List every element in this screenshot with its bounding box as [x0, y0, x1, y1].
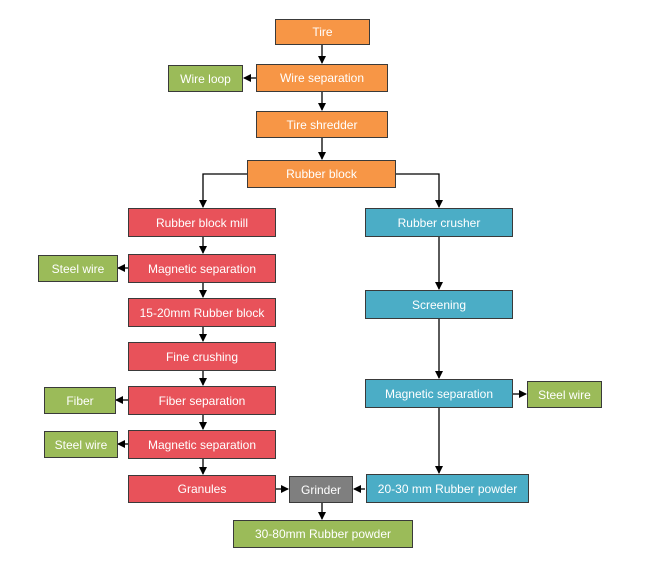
node-label: Granules	[177, 482, 227, 496]
node-label: Fine crushing	[165, 349, 239, 364]
node-steel-wire-3: Steel wire	[527, 381, 602, 408]
node-wire-loop: Wire loop	[168, 65, 243, 92]
node-magnetic-separation-3: Magnetic separation	[365, 379, 513, 408]
node-tire-shredder: Tire shredder	[256, 111, 388, 138]
node-label: Wire separation	[279, 71, 365, 85]
node-20-30mm-rubber-powder: 20-30 mm Rubber powder	[366, 474, 529, 503]
node-label: Magnetic separation	[384, 386, 494, 401]
node-grinder: Grinder	[289, 476, 353, 503]
node-granules: Granules	[128, 475, 276, 503]
node-label: Rubber block mill	[155, 215, 249, 230]
node-label: Tire	[312, 25, 333, 39]
node-wire-separation: Wire separation	[256, 64, 388, 92]
node-rubber-block-mill: Rubber block mill	[128, 208, 276, 237]
node-steel-wire-1: Steel wire	[38, 255, 118, 282]
node-label: 30-80mm Rubber powder	[254, 527, 392, 541]
node-label: Wire loop	[180, 71, 231, 86]
node-label: 15-20mm Rubber block	[139, 305, 265, 320]
node-rubber-block: Rubber block	[247, 160, 396, 188]
node-label: Rubber crusher	[397, 215, 481, 230]
node-label: Fiber separation	[158, 393, 246, 408]
node-label: Magnetic separation	[147, 437, 257, 452]
node-label: Steel wire	[51, 261, 105, 276]
node-label: Tire shredder	[286, 117, 358, 132]
node-label: Screening	[411, 297, 467, 312]
node-label: Rubber block	[286, 167, 357, 181]
node-fine-crushing: Fine crushing	[128, 342, 276, 371]
node-steel-wire-2: Steel wire	[44, 431, 118, 458]
arrow-rubber-block-to-crusher	[396, 173, 443, 208]
node-label: Grinder	[300, 482, 341, 497]
node-magnetic-separation-2: Magnetic separation	[128, 430, 276, 459]
node-screening: Screening	[365, 290, 513, 319]
node-label: Steel wire	[538, 387, 591, 402]
node-fiber-separation: Fiber separation	[128, 386, 276, 415]
node-30-80mm-rubber-powder: 30-80mm Rubber powder	[233, 520, 413, 548]
node-label: Fiber	[66, 393, 94, 408]
node-rubber-crusher: Rubber crusher	[365, 208, 513, 237]
node-15-20mm-rubber-block: 15-20mm Rubber block	[128, 298, 276, 327]
node-fiber: Fiber	[44, 387, 116, 414]
node-label: 20-30 mm Rubber powder	[377, 481, 518, 496]
node-label: Magnetic separation	[147, 261, 257, 276]
node-magnetic-separation-1: Magnetic separation	[128, 254, 276, 283]
node-tire: Tire	[275, 19, 370, 45]
node-label: Steel wire	[54, 437, 108, 452]
arrow-rubber-block-to-mill	[199, 173, 247, 208]
